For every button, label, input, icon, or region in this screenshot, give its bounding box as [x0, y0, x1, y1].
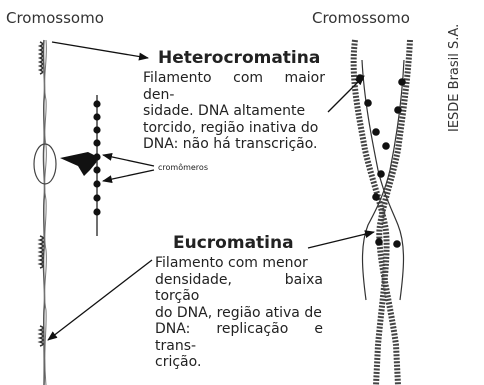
arrow-euchromatin-to-left [48, 260, 152, 340]
euchromatin-line: DNA: replicação e trans- [155, 321, 323, 354]
cromomeros-label: cromômeros [158, 163, 208, 172]
heterochromatin-line: DNA: não há transcrição. [143, 136, 325, 153]
left-chromatin-fiber [34, 40, 100, 385]
arrow-left-to-heterocromatina [52, 42, 148, 58]
euchromatin-line: Filamento com menor [155, 255, 323, 272]
euchromatin-line: crição. [155, 354, 323, 371]
arrow-cromomero-1 [103, 155, 154, 166]
x-chromosome [354, 40, 410, 385]
beaded-strand [93, 95, 100, 236]
heterochromatin-title: Heterocromatina [158, 48, 320, 68]
euchromatin-description: Filamento com menor densidade, baixa tor… [155, 255, 323, 371]
heterochromatin-line: sidade. DNA altamente [143, 103, 325, 120]
chromosome-label-left: Cromossomo [6, 9, 104, 27]
arrow-cromomero-2 [103, 170, 154, 181]
euchromatin-line: densidade, baixa torção [155, 272, 323, 305]
chromosome-label-right: Cromossomo [312, 9, 410, 27]
heterochromatin-line: torcido, região inativa do [143, 120, 325, 137]
image-credit: IESDE Brasil S.A. [447, 24, 462, 132]
heterochromatin-line: Filamento com maior den- [143, 70, 325, 103]
heterochromatin-description: Filamento com maior den- sidade. DNA alt… [143, 70, 325, 153]
euchromatin-line: do DNA, região ativa de [155, 305, 323, 322]
euchromatin-title: Eucromatina [173, 233, 294, 253]
